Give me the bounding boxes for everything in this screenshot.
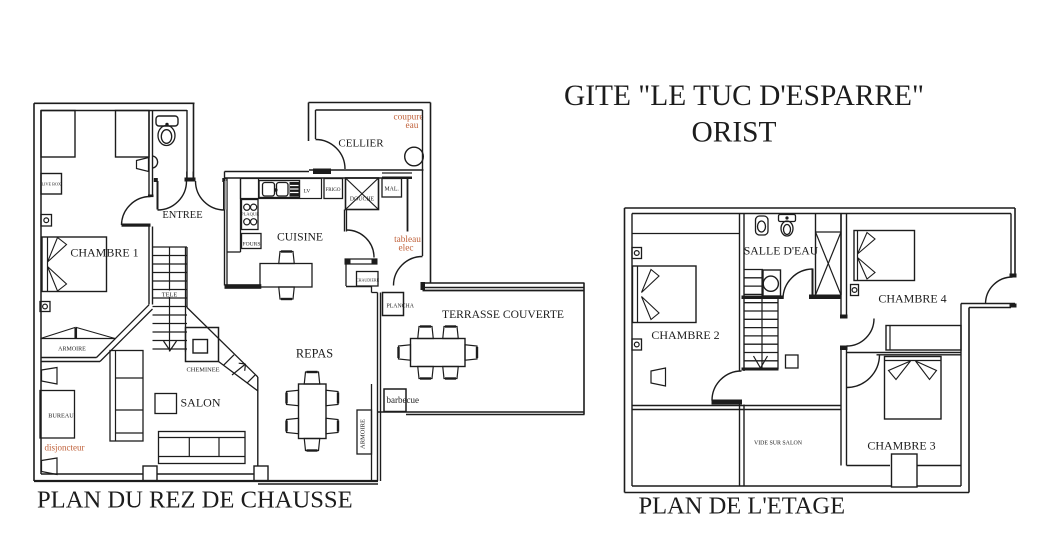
- svg-text:GITE "LE TUC D'ESPARRE": GITE "LE TUC D'ESPARRE": [564, 80, 924, 112]
- svg-text:CHAMBRE 2: CHAMBRE 2: [651, 328, 719, 342]
- svg-text:FOURS: FOURS: [242, 242, 260, 248]
- svg-text:CELLIER: CELLIER: [338, 138, 384, 150]
- svg-text:tableau: tableau: [394, 235, 421, 245]
- svg-text:PLAQUE: PLAQUE: [241, 212, 259, 217]
- svg-text:SALLE D'EAU: SALLE D'EAU: [744, 244, 819, 258]
- svg-text:SALON: SALON: [180, 396, 220, 410]
- svg-text:ENTREE: ENTREE: [162, 210, 202, 221]
- svg-text:REPAS: REPAS: [296, 347, 333, 361]
- svg-text:ARMOIRE: ARMOIRE: [360, 419, 367, 449]
- svg-text:barbecue: barbecue: [387, 395, 419, 405]
- svg-text:VIDE SUR SALON: VIDE SUR SALON: [754, 441, 803, 447]
- svg-text:MAL.: MAL.: [385, 187, 400, 193]
- svg-text:disjoncteur: disjoncteur: [45, 443, 85, 453]
- svg-text:CHAMBRE 1: CHAMBRE 1: [70, 246, 138, 260]
- svg-text:eau: eau: [406, 121, 419, 131]
- svg-text:TELE: TELE: [162, 292, 178, 299]
- svg-text:TERRASSE COUVERTE: TERRASSE COUVERTE: [442, 308, 564, 321]
- svg-text:elec: elec: [399, 244, 414, 254]
- svg-text:LIVE BOX: LIVE BOX: [42, 182, 61, 187]
- svg-text:coupure: coupure: [394, 113, 424, 123]
- svg-text:PLAN DE L'ETAGE: PLAN DE L'ETAGE: [639, 493, 846, 520]
- svg-text:FRIGO: FRIGO: [325, 188, 340, 193]
- svg-text:CHEMINEE: CHEMINEE: [186, 367, 219, 374]
- svg-text:DOUCHE: DOUCHE: [350, 197, 375, 203]
- svg-text:ORIST: ORIST: [692, 117, 777, 149]
- svg-text:ARMOIRE: ARMOIRE: [58, 347, 86, 353]
- svg-text:CHAMBRE 4: CHAMBRE 4: [878, 292, 946, 306]
- svg-text:LV: LV: [304, 189, 311, 195]
- svg-text:PLAN DU REZ DE CHAUSSE: PLAN DU REZ DE CHAUSSE: [37, 487, 353, 514]
- svg-text:BUREAU: BUREAU: [48, 413, 74, 420]
- svg-text:CUISINE: CUISINE: [277, 231, 323, 244]
- svg-text:CHAUDIERE: CHAUDIERE: [356, 278, 380, 283]
- svg-text:PLANCHA: PLANCHA: [387, 304, 415, 310]
- svg-text:CHAMBRE 3: CHAMBRE 3: [867, 439, 935, 453]
